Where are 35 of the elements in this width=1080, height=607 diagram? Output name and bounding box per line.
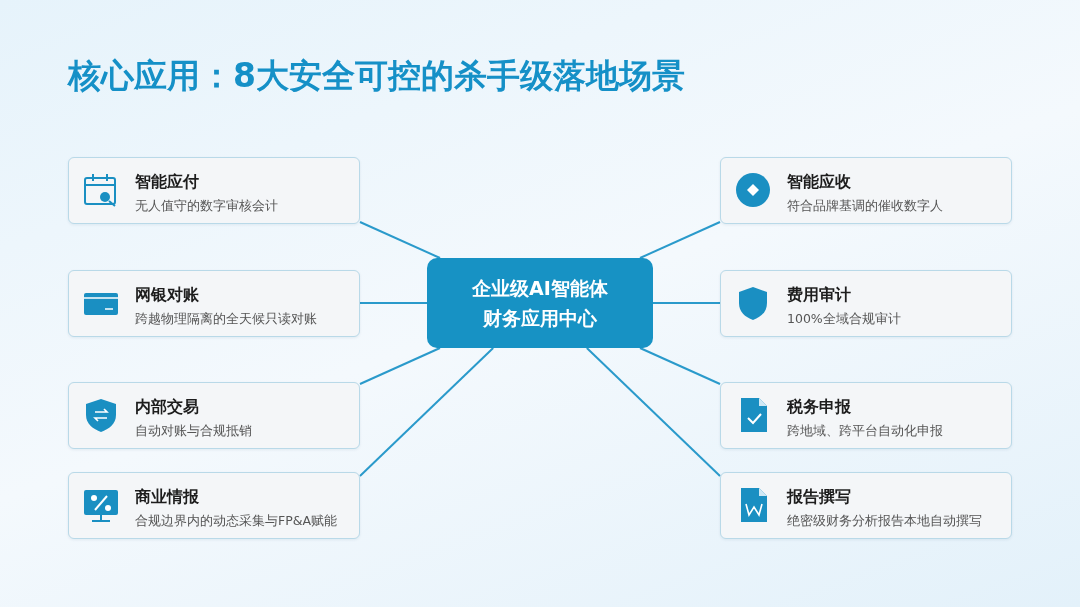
card-description: 合规边界内的动态采集与FP&A赋能 xyxy=(135,513,338,530)
scenario-card xyxy=(68,270,360,337)
card-description: 跨越物理隔离的全天候只读对账 xyxy=(135,311,317,328)
card-heading: 费用审计 xyxy=(787,285,851,306)
hub-box xyxy=(427,258,653,348)
scenario-card xyxy=(68,382,360,449)
card-heading: 报告撰写 xyxy=(787,487,851,508)
card-description: 符合品牌基调的催收数字人 xyxy=(787,198,943,215)
scenario-card xyxy=(720,270,1012,337)
card-description: 100%全域合规审计 xyxy=(787,311,901,328)
card-heading: 内部交易 xyxy=(135,397,199,418)
scenario-card xyxy=(68,157,360,224)
hub-label: 企业级AI智能体财务应用中心 xyxy=(471,276,609,331)
connector-line xyxy=(359,302,428,304)
slide-title: 核心应用：8大安全可控的杀手级落地场景 xyxy=(68,55,685,97)
card-description: 绝密级财务分析报告本地自动撰写 xyxy=(787,513,982,530)
card-description: 跨地域、跨平台自动化申报 xyxy=(787,423,943,440)
connector-line xyxy=(652,302,721,304)
card-heading: 商业情报 xyxy=(135,487,199,508)
card-heading: 智能应收 xyxy=(787,172,851,193)
connector-line xyxy=(639,347,721,385)
scenario-card xyxy=(720,157,1012,224)
connector-line xyxy=(359,347,441,385)
connector-line xyxy=(639,221,721,259)
scenario-card xyxy=(68,472,360,539)
scenario-card xyxy=(720,472,1012,539)
card-description: 无人值守的数字审核会计 xyxy=(135,198,278,215)
card-description: 自动对账与合规抵销 xyxy=(135,423,252,440)
card-heading: 网银对账 xyxy=(135,285,199,306)
connector-line xyxy=(359,221,441,259)
connector-line xyxy=(359,347,495,477)
card-heading: 智能应付 xyxy=(135,172,199,193)
connector-line xyxy=(585,347,721,477)
scenario-card xyxy=(720,382,1012,449)
card-heading: 税务申报 xyxy=(787,397,851,418)
